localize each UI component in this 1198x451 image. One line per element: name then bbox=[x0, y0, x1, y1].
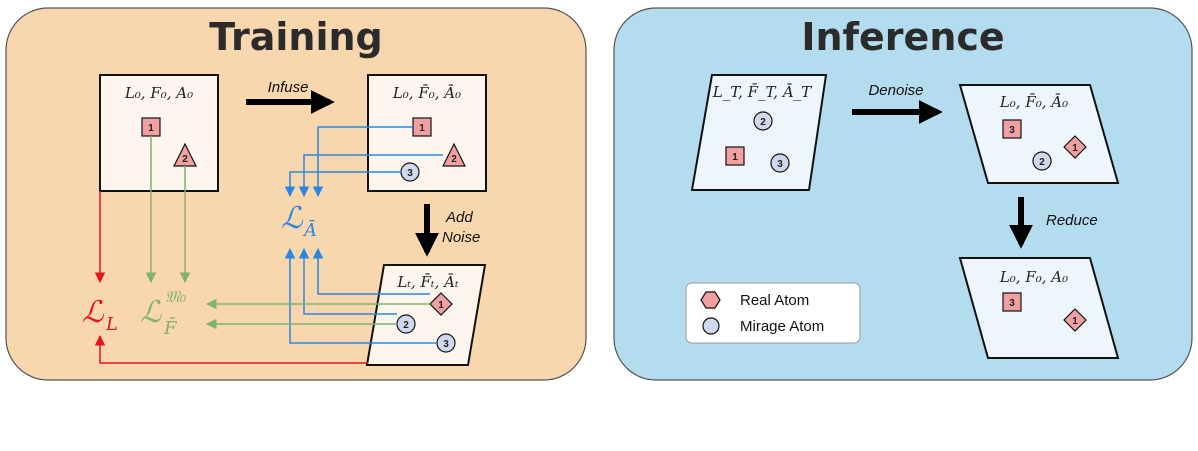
loss-a-symbol: ℒ bbox=[281, 201, 304, 236]
atom-label-3: 3 bbox=[1009, 298, 1015, 309]
box-infused-label: L₀, F̄₀, Ā₀ bbox=[392, 84, 461, 102]
atom-label-1: 1 bbox=[438, 300, 444, 311]
atom-label-2: 2 bbox=[451, 154, 457, 165]
atom-label-1: 1 bbox=[1072, 316, 1078, 327]
real-atom-diamond-1 bbox=[1063, 308, 1087, 332]
add-noise-label-1: Add bbox=[445, 209, 473, 226]
infuse-label: Infuse bbox=[268, 79, 309, 96]
blue-arrow-infused-3 bbox=[284, 171, 401, 198]
atom-label-2: 2 bbox=[760, 117, 766, 128]
atom-label-3: 3 bbox=[777, 159, 783, 170]
add-noise-label-2: Noise bbox=[442, 229, 480, 246]
real-atom-diamond-1 bbox=[429, 292, 453, 316]
blue-arrow-noised-3 bbox=[284, 247, 437, 344]
blue-arrow-noised-1 bbox=[312, 247, 430, 295]
atom-label-3: 3 bbox=[443, 339, 449, 350]
box-infused: L₀, F̄₀, Ā₀ 1 2 3 bbox=[367, 74, 487, 192]
real-atom-diamond-1 bbox=[1063, 135, 1087, 159]
box-reduced-label: L₀, F₀, A₀ bbox=[999, 268, 1068, 286]
reduce-label: Reduce bbox=[1046, 212, 1098, 229]
mirage-atom-legend-icon bbox=[702, 317, 720, 335]
atom-label-1: 1 bbox=[148, 123, 154, 134]
blue-arrow-infused-1 bbox=[312, 126, 413, 198]
atom-label-3: 3 bbox=[1009, 125, 1015, 136]
box-noised-label: Lₜ, F̄ₜ, Āₜ bbox=[396, 273, 459, 291]
loss-f-symbol: ℒ bbox=[140, 295, 163, 330]
loss-a-subscript: Ā bbox=[302, 218, 317, 241]
red-arrow-noised bbox=[94, 334, 368, 364]
real-atom-square-1 bbox=[725, 146, 745, 166]
real-atom-square-3 bbox=[1002, 292, 1022, 312]
legend: Real Atom Mirage Atom bbox=[685, 282, 861, 344]
box-denoised-label: L₀, F̄₀, Ā₀ bbox=[999, 93, 1068, 111]
box-start-label: L_T, F̄_T, Ā_T bbox=[712, 83, 812, 101]
box-noised: Lₜ, F̄ₜ, Āₜ 1 2 3 bbox=[365, 264, 487, 366]
real-atom-square-3 bbox=[1002, 119, 1022, 139]
loss-f-superscript: 𝔐₀ bbox=[165, 287, 187, 306]
box-initial: L₀, F₀, A₀ 1 2 bbox=[99, 74, 219, 192]
box-denoised: L₀, F̄₀, Ā₀ 3 1 2 bbox=[958, 84, 1120, 184]
training-title: Training bbox=[209, 15, 383, 59]
box-start: L_T, F̄_T, Ā_T 2 1 3 bbox=[690, 74, 828, 191]
training-panel: Training L₀, F₀, A₀ 1 2 Infuse L₀, F̄₀, … bbox=[5, 7, 587, 381]
blue-arrow-infused-2 bbox=[298, 154, 443, 198]
atom-label-2: 2 bbox=[1039, 157, 1045, 168]
loss-f-subscript: F̄ bbox=[163, 316, 178, 339]
atom-label-2: 2 bbox=[182, 154, 188, 165]
inference-title: Inference bbox=[801, 15, 1004, 59]
real-atom-legend-icon bbox=[700, 291, 721, 309]
loss-l: ℒ L bbox=[82, 295, 118, 335]
legend-real-atom: Real Atom bbox=[740, 292, 809, 309]
box-reduced: L₀, F₀, A₀ 3 1 bbox=[958, 257, 1120, 359]
mirage-atom-circle-2 bbox=[753, 111, 773, 131]
denoise-label: Denoise bbox=[868, 82, 923, 99]
inference-panel: Inference L_T, F̄_T, Ā_T 2 1 3 Denoise L… bbox=[613, 7, 1193, 381]
loss-f: ℒ F̄ 𝔐₀ bbox=[140, 287, 187, 339]
atom-label-1: 1 bbox=[419, 123, 425, 134]
box-initial-label: L₀, F₀, A₀ bbox=[124, 84, 193, 102]
real-atom-triangle-2 bbox=[442, 142, 466, 167]
loss-l-symbol: ℒ bbox=[82, 295, 105, 330]
loss-l-subscript: L bbox=[105, 314, 118, 335]
mirage-atom-circle-2 bbox=[1032, 151, 1052, 171]
atom-label-3: 3 bbox=[407, 168, 413, 179]
loss-a: ℒ Ā bbox=[281, 201, 317, 241]
atom-label-1: 1 bbox=[732, 152, 738, 163]
mirage-atom-circle-3 bbox=[770, 153, 790, 173]
legend-mirage-atom: Mirage Atom bbox=[740, 318, 824, 335]
atom-label-2: 2 bbox=[403, 320, 409, 331]
atom-label-1: 1 bbox=[1072, 143, 1078, 154]
blue-arrow-noised-2 bbox=[298, 247, 397, 315]
